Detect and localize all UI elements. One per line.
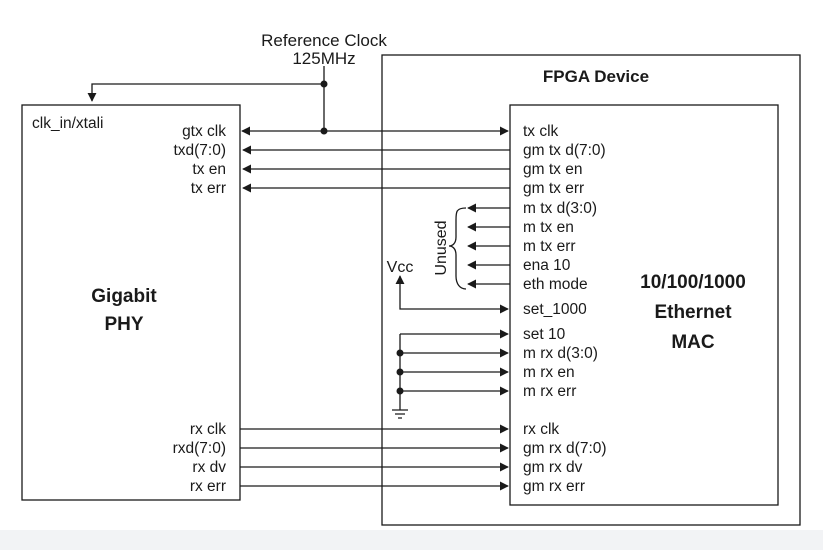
fpga-device-title: FPGA Device [543,67,649,86]
mac-port-rx-clk: rx clk [523,421,559,438]
reference-clock-freq: 125MHz [292,49,355,68]
vcc-wire [395,275,509,314]
mac-port-m-rx-d: m rx d(3:0) [523,345,598,362]
phy-rx-signal-rx-dv: rx dv [192,459,226,476]
phy-rx-signal-rx-clk: rx clk [190,421,226,438]
phy-rx-signal-rx-err: rx err [190,478,226,495]
mac-port-set-10: set 10 [523,326,566,343]
mac-port-m-rx-err: m rx err [523,383,576,400]
phy-tx-signal-tx-err: tx err [191,180,226,197]
phy-tx-signal-gtx-clk: gtx clk [182,123,226,140]
ground-junction-2 [396,368,404,376]
refclock-junction-top [320,80,328,88]
phy-tx-signal-tx-en: tx en [192,161,226,178]
mac-port-gm-tx-err: gm tx err [523,180,584,197]
mac-port-m-rx-en: m rx en [523,364,575,381]
mac-name-line2: Ethernet [654,302,732,323]
phy-rx-signal-rxd: rxd(7:0) [173,440,226,457]
ground-junction-1 [396,349,404,357]
mac-name-line1: 10/100/1000 [640,272,746,293]
mac-name-line3: MAC [671,332,715,353]
unused-label: Unused [433,220,450,275]
phy-name-line2: PHY [104,314,143,335]
ethernet-mac-box [509,104,779,506]
mac-port-gm-tx-en: gm tx en [523,161,582,178]
reference-clock-label: Reference Clock [261,31,387,50]
mac-port-m-tx-d: m tx d(3:0) [523,200,597,217]
mac-port-gm-rx-dv: gm rx dv [523,459,583,476]
mac-port-gm-tx-d: gm tx d(7:0) [523,142,606,159]
mac-port-ena-10: ena 10 [523,257,571,274]
phy-clk-label: clk_in/xtali [32,115,104,132]
mac-port-m-tx-en: m tx en [523,219,574,236]
mac-port-set-1000: set_1000 [523,301,587,318]
mac-port-gm-rx-d: gm rx d(7:0) [523,440,607,457]
mac-port-eth-mode: eth mode [523,276,588,293]
refclock-wire-to-phy [87,83,324,102]
phy-tx-signal-txd: txd(7:0) [173,142,226,159]
mac-port-gm-rx-err: gm rx err [523,478,585,495]
ground-junction-3 [396,387,404,395]
mac-port-tx-clk: tx clk [523,123,559,140]
bottom-strip [0,530,823,550]
ground-symbol [392,409,408,419]
phy-name-line1: Gigabit [91,286,157,307]
gigabit-phy-box [21,104,241,501]
vcc-label: Vcc [387,259,414,276]
mac-port-m-tx-err: m tx err [523,238,576,255]
